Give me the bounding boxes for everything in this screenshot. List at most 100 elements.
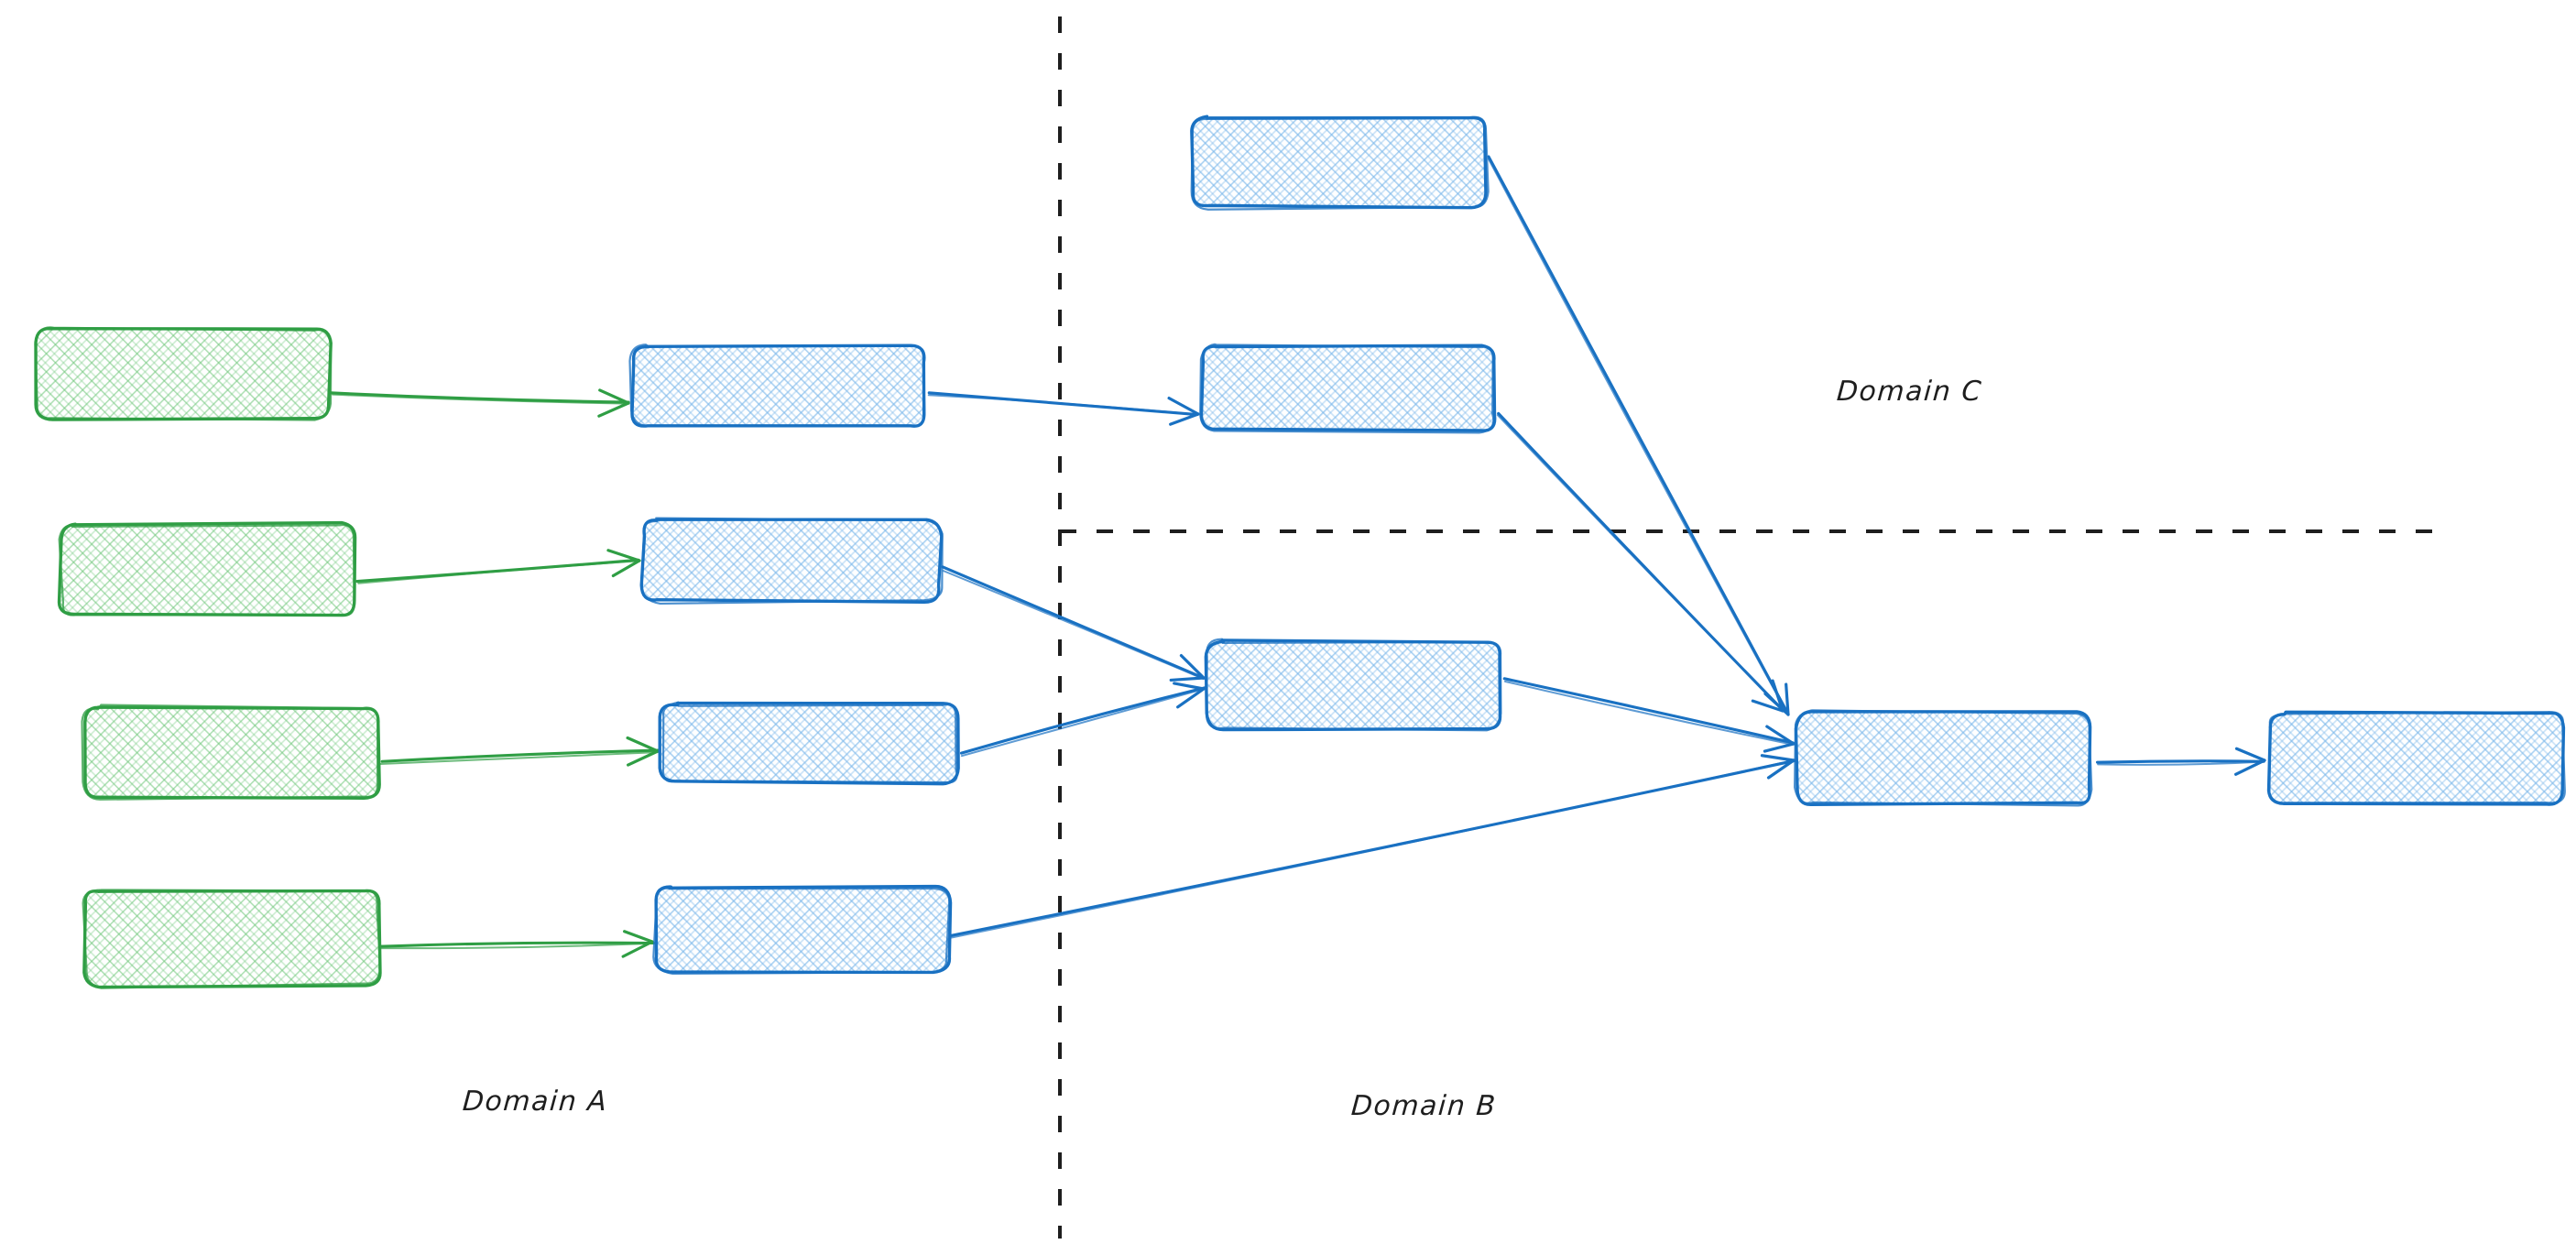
edge-d1-e1[interactable] — [2095, 747, 2266, 776]
node-c1-fill — [1193, 117, 1486, 207]
node-b2[interactable] — [639, 517, 944, 606]
edge-a1-b1-arrowhead — [598, 388, 630, 405]
node-b3-outline — [661, 701, 958, 784]
edge-c3-d1[interactable] — [1502, 677, 1796, 753]
edge-a2-b2-arrowhead — [606, 549, 641, 562]
edge-b1-c2-arrowhead — [1167, 396, 1200, 416]
edge-c2-d1-line — [1496, 414, 1785, 712]
edge-b3-c3-arrowhead — [1176, 687, 1206, 709]
edge-d1-e1-line — [2097, 760, 2265, 766]
node-e1-outline — [2268, 711, 2566, 804]
edge-b3-c3-line — [960, 688, 1205, 758]
node-b4-fill — [656, 887, 949, 971]
node-a2[interactable] — [57, 520, 357, 617]
edge-a4-b4-arrowhead — [621, 940, 654, 958]
divider-layer — [1058, 16, 2448, 1239]
edge-b2-c3[interactable] — [941, 565, 1206, 682]
edge-b2-c3-arrowhead — [1179, 654, 1206, 680]
edge-b4-d1-line — [950, 759, 1795, 939]
edge-a2-b2[interactable] — [355, 549, 641, 584]
node-c2[interactable] — [1199, 343, 1497, 434]
node-d1-fill — [1797, 713, 2090, 804]
node-d1-outline — [1793, 709, 2093, 807]
edge-a1-b1[interactable] — [329, 388, 630, 418]
edge-b3-c3-arrowhead — [1173, 682, 1206, 691]
node-b3[interactable] — [658, 701, 960, 786]
domain-a-label: Domain A — [461, 1086, 609, 1118]
node-a4-outline — [82, 889, 382, 989]
edge-a4-b4-arrowhead — [623, 930, 654, 944]
node-b1[interactable] — [628, 344, 926, 428]
node-d1[interactable] — [1793, 709, 2093, 807]
node-c3-outline — [1205, 638, 1502, 732]
node-b1-fill — [632, 346, 925, 427]
edge-a4-b4-line — [378, 941, 655, 948]
edge-c3-d1-line — [1503, 680, 1794, 746]
edge-a2-b2-arrowhead — [611, 559, 641, 578]
node-e1-fill — [2270, 713, 2563, 804]
edge-a1-b1-line — [332, 393, 630, 405]
node-c2-outline — [1199, 343, 1495, 434]
edge-a2-b2-line — [357, 560, 640, 584]
node-a2-fill — [60, 524, 355, 616]
edge-a1-b1-line — [329, 391, 630, 404]
node-a2-outline — [58, 523, 355, 617]
node-c2-fill — [1202, 346, 1495, 431]
domain-c-label: Domain C — [1835, 376, 1984, 408]
edge-b3-c3[interactable] — [959, 682, 1206, 758]
edge-d1-e1-arrowhead — [2234, 758, 2266, 776]
edge-b1-c2-line — [927, 394, 1199, 416]
edge-a3-b3-arrowhead — [626, 736, 660, 753]
edge-c3-d1-arrowhead — [1763, 742, 1796, 753]
node-c1-outline — [1190, 115, 1490, 211]
node-b1-outline — [628, 344, 926, 428]
node-layer — [34, 115, 2566, 989]
edge-b2-c3-line — [942, 570, 1205, 681]
edge-a1-b1-arrowhead — [597, 401, 630, 418]
node-a1[interactable] — [34, 326, 333, 421]
node-a4-fill — [84, 890, 379, 986]
node-a3[interactable] — [81, 704, 381, 801]
edge-a3-b3[interactable] — [378, 736, 660, 767]
node-b4[interactable] — [652, 884, 953, 975]
edge-c2-d1-arrowhead — [1751, 699, 1785, 713]
edge-c1-d1-arrowhead — [1785, 682, 1790, 716]
node-c1[interactable] — [1190, 115, 1490, 211]
edge-d1-e1-line — [2095, 759, 2265, 764]
edge-b2-c3-line — [941, 565, 1206, 680]
node-b2-fill — [643, 520, 940, 601]
edge-a3-b3-line — [378, 751, 659, 765]
node-e1-outline — [2266, 710, 2566, 806]
edge-a4-b4-line — [378, 942, 654, 950]
edge-c2-d1[interactable] — [1496, 411, 1785, 713]
edge-c1-d1[interactable] — [1487, 155, 1790, 716]
node-c3-fill — [1207, 641, 1501, 729]
edge-c2-d1-arrowhead — [1771, 679, 1785, 713]
edge-b2-c3-arrowhead — [1169, 676, 1206, 682]
edge-b3-c3-line — [959, 686, 1206, 755]
node-a1-outline — [34, 326, 333, 421]
edge-layer — [329, 155, 2266, 958]
edge-c3-d1-line — [1502, 677, 1796, 745]
node-c3[interactable] — [1204, 638, 1502, 732]
edge-b4-d1-arrowhead — [1766, 758, 1796, 780]
edge-a4-b4[interactable] — [378, 930, 655, 958]
edge-c1-d1-line — [1487, 155, 1790, 715]
node-e1[interactable] — [2266, 710, 2566, 806]
edge-b4-d1-arrowhead — [1760, 754, 1796, 762]
domain-b-label: Domain B — [1349, 1090, 1498, 1122]
edge-a3-b3-line — [380, 748, 660, 763]
edge-c3-d1-arrowhead — [1765, 725, 1796, 746]
edge-b1-c2[interactable] — [927, 391, 1200, 426]
edge-c1-d1-line — [1487, 158, 1790, 716]
node-b2-outline — [639, 517, 944, 606]
edge-b1-c2-arrowhead — [1169, 412, 1200, 426]
node-a3-fill — [84, 707, 379, 799]
node-b4-outline — [652, 887, 951, 975]
node-a1-fill — [37, 328, 330, 420]
node-a4[interactable] — [82, 889, 382, 989]
edge-b4-d1[interactable] — [950, 754, 1796, 939]
node-a3-outline — [81, 704, 379, 801]
